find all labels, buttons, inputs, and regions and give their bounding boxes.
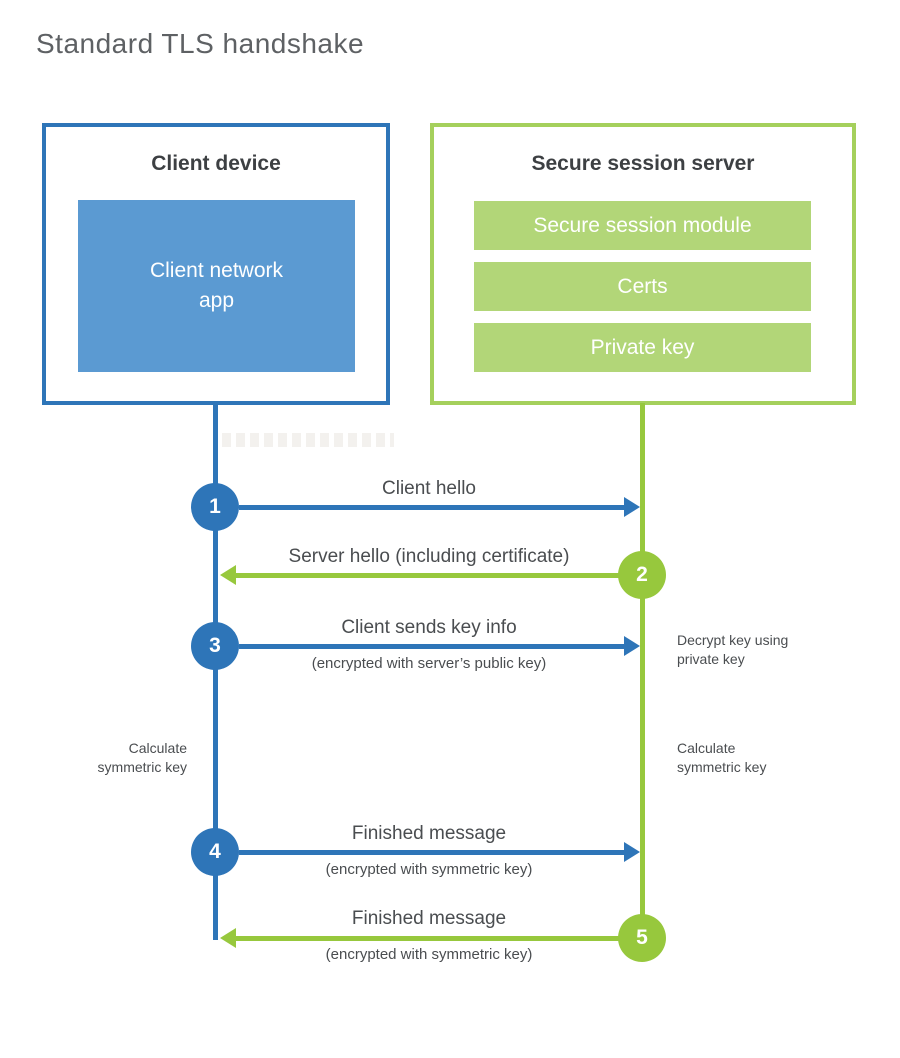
step2-circle: 2 [618,551,666,599]
step3-circle: 3 [191,622,239,670]
server-module-secure-session: Secure session module [474,201,811,250]
server-module-private-key: Private key [474,323,811,372]
step5-arrowhead-left-icon [220,928,236,948]
client-device-title: Client device [151,152,281,175]
note-calculate-symmetric-left: Calculate symmetric key [97,740,187,775]
step3-sublabel: (encrypted with server’s public key) [311,655,547,672]
step4-sublabel: (encrypted with symmetric key) [325,861,533,878]
step3-arrow-line [239,644,625,649]
step1-arrowhead-right-icon [624,497,640,517]
secure-session-server-box: Secure session server Secure session mod… [430,123,856,405]
client-lifeline [213,403,218,940]
note-calculate-symmetric-right: Calculate symmetric key [677,740,767,775]
secure-session-server-title: Secure session server [531,152,755,175]
step3-arrowhead-right-icon [624,636,640,656]
step1-label: Client hello [382,478,476,499]
step3-label: Client sends key info [341,617,517,638]
step1-arrow-line [239,505,625,510]
page-title: Standard TLS handshake [36,28,365,59]
step5-label: Finished message [351,908,507,929]
client-network-app-block: Client network app [78,200,355,372]
step1-circle: 1 [191,483,239,531]
step4-arrow-line [239,850,625,855]
client-device-box: Client device Client network app [42,123,390,405]
server-lifeline [640,403,645,938]
faint-dashes-artifact [222,433,394,447]
step4-arrowhead-right-icon [624,842,640,862]
step5-arrow-line [236,936,619,941]
step5-sublabel: (encrypted with symmetric key) [325,946,533,963]
step5-circle: 5 [618,914,666,962]
step2-label: Server hello (including certificate) [288,546,570,567]
step4-circle: 4 [191,828,239,876]
step4-label: Finished message [351,823,507,844]
step2-arrowhead-left-icon [220,565,236,585]
note-decrypt-key: Decrypt key using private key [677,632,789,667]
step2-arrow-line [236,573,619,578]
server-module-certs: Certs [474,262,811,311]
